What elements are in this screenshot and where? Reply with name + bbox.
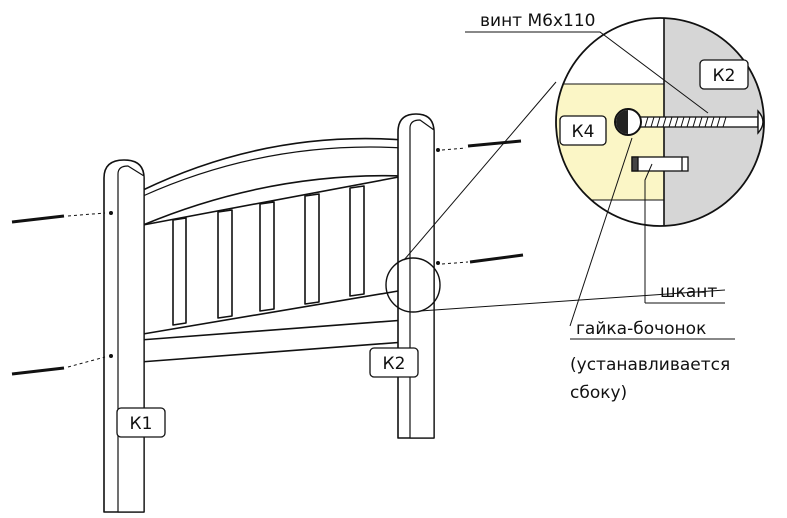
screw-icon (441, 139, 522, 151)
slats (172, 185, 365, 326)
part-label-k2-detail: К2 (699, 59, 749, 90)
screw-icon (441, 253, 524, 265)
screw-icon (11, 356, 106, 376)
label-barrel-nut: гайка-бочонок (576, 319, 706, 339)
screw-icon (11, 212, 106, 224)
leader-lines (465, 31, 735, 340)
svg-text:К1: К1 (130, 414, 153, 434)
label-note-line1: (устанавливается (570, 355, 730, 375)
label-note-line2: сбоку) (570, 383, 627, 403)
detail-connector-lines (403, 81, 726, 312)
screws (11, 139, 524, 376)
svg-text:К4: К4 (572, 122, 595, 142)
detail-view (555, 17, 765, 227)
part-label-k2-leg: К2 (369, 347, 419, 378)
svg-text:К2: К2 (383, 354, 406, 374)
svg-text:К2: К2 (713, 66, 736, 86)
screw-holes (109, 148, 440, 358)
part-label-k1: К1 (116, 407, 166, 438)
label-screw: винт М6х110 (480, 11, 595, 31)
magnifier-circle (385, 257, 441, 313)
part-label-k4: К4 (559, 115, 607, 146)
label-dowel: шкант (660, 282, 717, 302)
barrel-nut-icon (614, 108, 642, 136)
headboard-assembly (103, 113, 435, 513)
dowel-icon (631, 156, 689, 172)
